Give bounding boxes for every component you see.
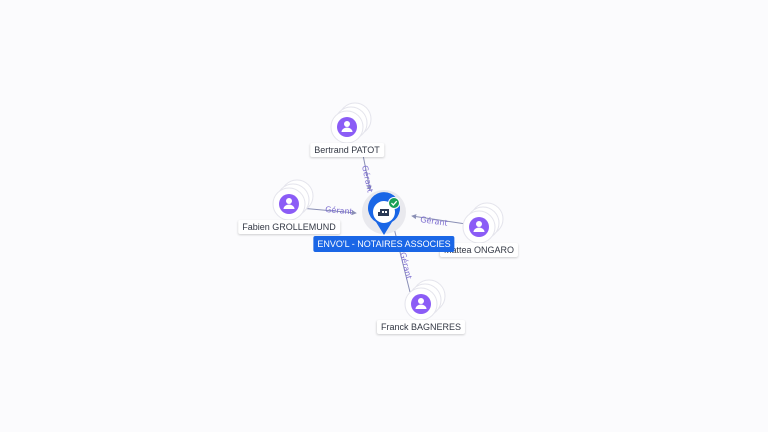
person-label-mattea[interactable]: Mattea ONGARO <box>439 243 519 257</box>
person-icon <box>279 194 299 214</box>
company-label[interactable]: ENVO'L - NOTAIRES ASSOCIES <box>313 236 455 252</box>
edge-label-fabien: Gérant <box>325 204 353 216</box>
person-node-bertrand[interactable] <box>330 102 372 144</box>
person-label-fabien[interactable]: Fabien GROLLEMUND <box>238 220 340 234</box>
company-node[interactable] <box>362 190 406 235</box>
edge-fabien: Gérant <box>299 204 357 216</box>
person-icon <box>469 217 489 237</box>
person-icon <box>411 294 431 314</box>
person-node-franck[interactable] <box>404 279 446 321</box>
edge-mattea: Gérant <box>411 214 467 228</box>
person-icon <box>337 117 357 137</box>
person-label-franck[interactable]: Franck BAGNERES <box>376 320 466 334</box>
building-icon <box>378 209 389 216</box>
person-label-bertrand[interactable]: Bertrand PATOT <box>310 143 384 157</box>
verified-check-icon <box>388 197 400 209</box>
person-node-mattea[interactable] <box>462 202 504 244</box>
edge-label-mattea: Gérant <box>420 214 449 228</box>
edge-label-bertrand: Gérant <box>360 164 376 193</box>
edge-label-franck: Gérant <box>398 251 414 280</box>
person-node-fabien[interactable] <box>272 179 314 221</box>
